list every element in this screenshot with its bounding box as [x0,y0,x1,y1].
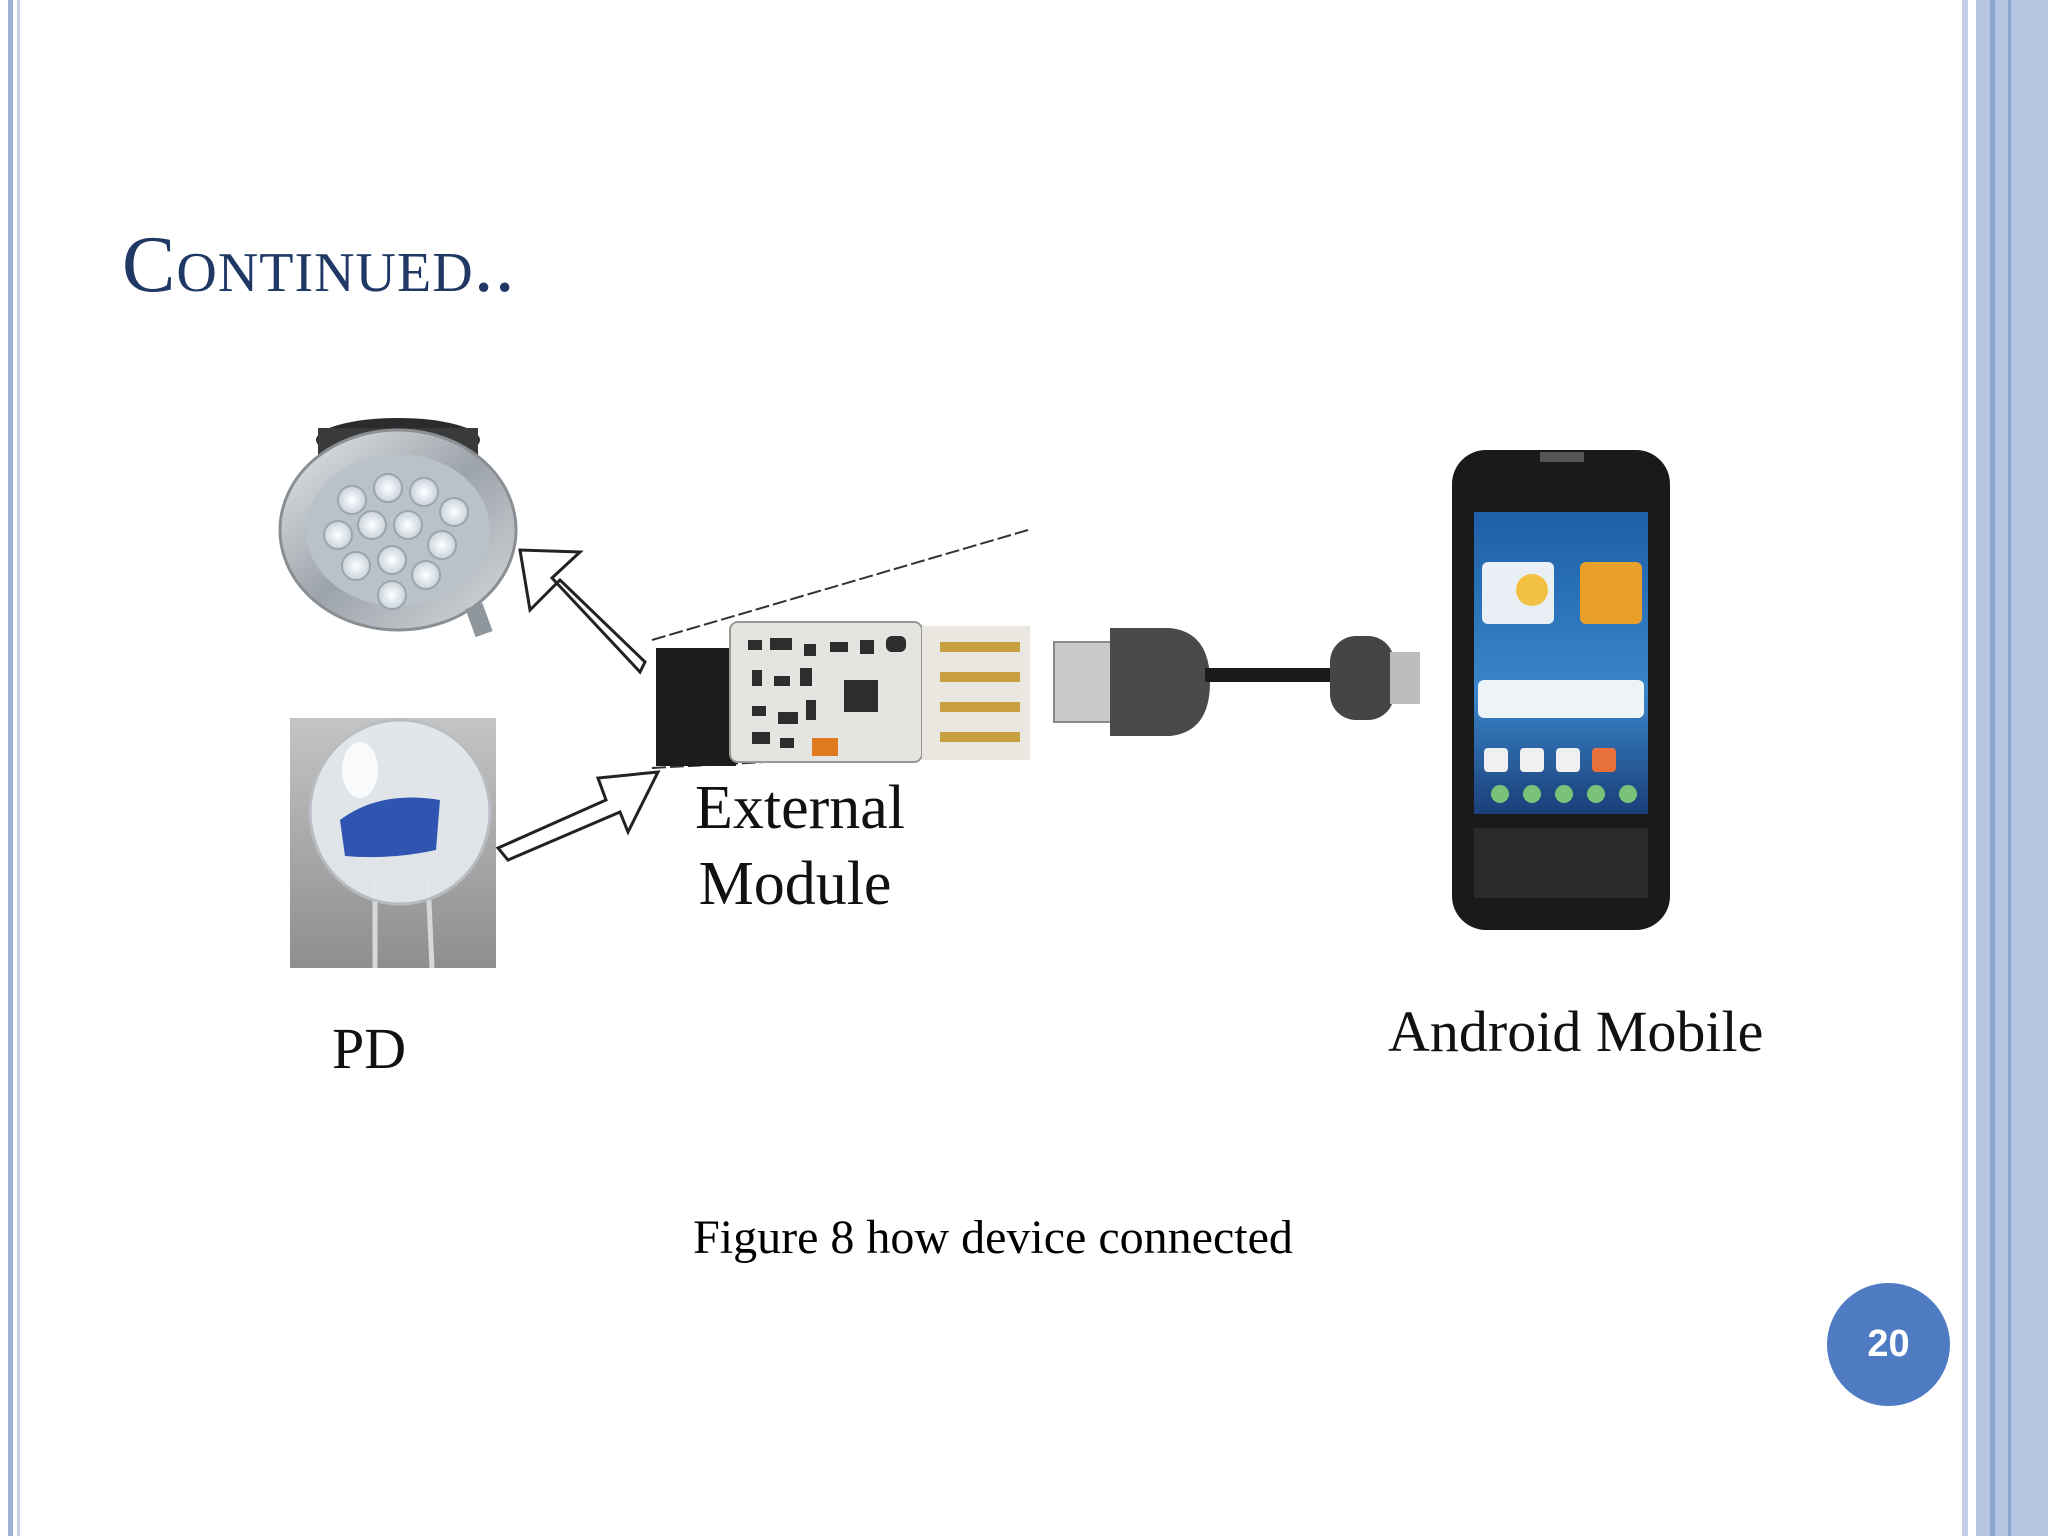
external-module-label: External Module [695,774,906,918]
slide-title: Continued.. [122,221,516,309]
arrow-from-pd-icon [495,770,661,862]
figure-caption: Figure 8 how device connected [693,1211,1293,1264]
page-number-badge: 20 [1827,1283,1950,1406]
left-border-line [8,0,13,1536]
right-border-line [1962,0,1968,1536]
right-border-stripe-2 [2008,0,2011,1536]
right-border-stripe [1990,0,1995,1536]
arrow-to-light-icon [518,548,647,675]
pd-label: PD [332,1016,407,1081]
left-border-line-inner [17,0,20,1536]
usb-cable-icon [1053,628,1420,736]
led-light-icon [278,418,518,638]
android-mobile-label: Android Mobile [1388,999,1764,1064]
right-border-band [1976,0,2048,1536]
photodiode-icon [290,718,496,969]
external-module-icon [651,529,1030,769]
android-phone-icon [1452,450,1670,930]
